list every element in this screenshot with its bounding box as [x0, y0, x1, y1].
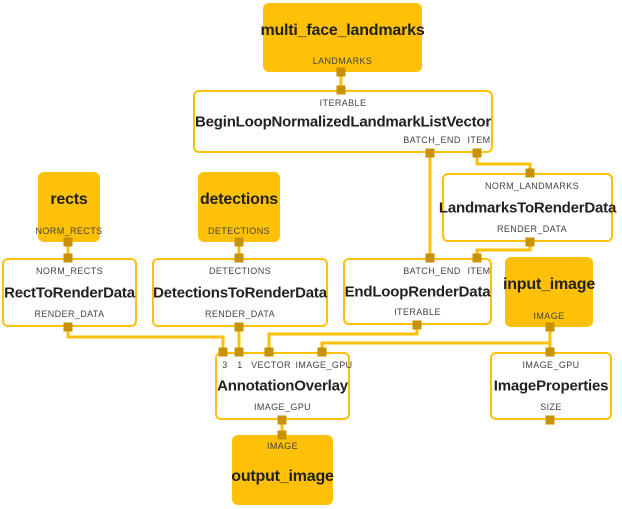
input-port-label: IMAGE_GPU [295, 360, 353, 370]
input-port-label: IMAGE_GPU [522, 360, 580, 370]
node-title: BeginLoopNormalizedLandmarkListVector [195, 113, 491, 130]
output-port-label: SIZE [540, 402, 562, 412]
input-port-label: 3 [222, 360, 228, 370]
input-port-label: DETECTIONS [208, 266, 272, 276]
node-title: output_image [231, 468, 334, 485]
node-title: input_image [502, 276, 596, 293]
input-port-label: VECTOR [251, 360, 291, 370]
edge-iterable-to-vector [267, 325, 419, 352]
output-port-label: IMAGE_GPU [253, 402, 312, 412]
node-rects[interactable]: rects NORM_RECTS [35, 172, 103, 242]
node-title: detections [199, 191, 279, 208]
output-port-label: IMAGE [533, 311, 565, 321]
input-port-label: NORM_LANDMARKS [484, 181, 580, 191]
edge-image-to-overlay-imagegpu [320, 341, 550, 352]
input-port-label: IMAGE [266, 441, 299, 451]
output-port-label: ITEM [467, 135, 491, 145]
node-output-image[interactable]: IMAGE output_image [231, 435, 334, 505]
input-port-label: 1 [237, 360, 243, 370]
output-port-label: RENDER_DATA [496, 224, 568, 234]
output-port-label: NORM_RECTS [35, 226, 103, 236]
node-rect-to-render-data[interactable]: NORM_RECTS RectToRenderData RENDER_DATA [2, 258, 137, 327]
edge-renderdata-to-item [475, 242, 532, 258]
output-port-label: RENDER_DATA [34, 309, 105, 319]
node-title: LandmarksToRenderData [438, 199, 617, 216]
output-port-label: LANDMARKS [312, 56, 373, 66]
node-annotation-overlay[interactable]: 3 1 VECTOR IMAGE_GPU AnnotationOverlay I… [215, 352, 353, 420]
node-multi-face-landmarks[interactable]: multi_face_landmarks LANDMARKS [260, 3, 425, 72]
node-detections[interactable]: detections DETECTIONS [198, 172, 280, 242]
edge-item-to-normlandmarks [475, 153, 532, 173]
node-title: AnnotationOverlay [217, 377, 348, 395]
input-port-label: NORM_RECTS [35, 266, 104, 276]
output-port-label: ITERABLE [394, 307, 441, 317]
edge-rectrender-to-overlay-3 [66, 327, 225, 352]
node-title: EndLoopRenderData [344, 283, 491, 300]
output-port-label: BATCH_END [403, 135, 461, 145]
node-landmarks-to-render-data[interactable]: NORM_LANDMARKS LandmarksToRenderData REN… [438, 173, 617, 242]
input-port-label: ITERABLE [319, 98, 367, 108]
output-port-label: RENDER_DATA [204, 309, 276, 319]
output-port-label: DETECTIONS [207, 226, 271, 236]
input-port-label: BATCH_END [403, 266, 461, 276]
node-image-properties[interactable]: IMAGE_GPU ImageProperties SIZE [490, 352, 612, 420]
node-title: multi_face_landmarks [260, 21, 425, 39]
node-title: RectToRenderData [4, 284, 135, 301]
node-input-image[interactable]: input_image IMAGE [502, 257, 596, 327]
input-port-label: ITEM [467, 266, 491, 276]
node-title: DetectionsToRenderData [153, 284, 327, 301]
node-begin-loop-normalized-landmark-list-vector[interactable]: ITERABLE BeginLoopNormalizedLandmarkList… [193, 90, 493, 153]
node-title: rects [50, 191, 88, 208]
node-end-loop-render-data[interactable]: BATCH_END ITEM EndLoopRenderData ITERABL… [343, 258, 492, 325]
node-detections-to-render-data[interactable]: DETECTIONS DetectionsToRenderData RENDER… [152, 258, 328, 327]
node-title: ImageProperties [493, 377, 609, 395]
